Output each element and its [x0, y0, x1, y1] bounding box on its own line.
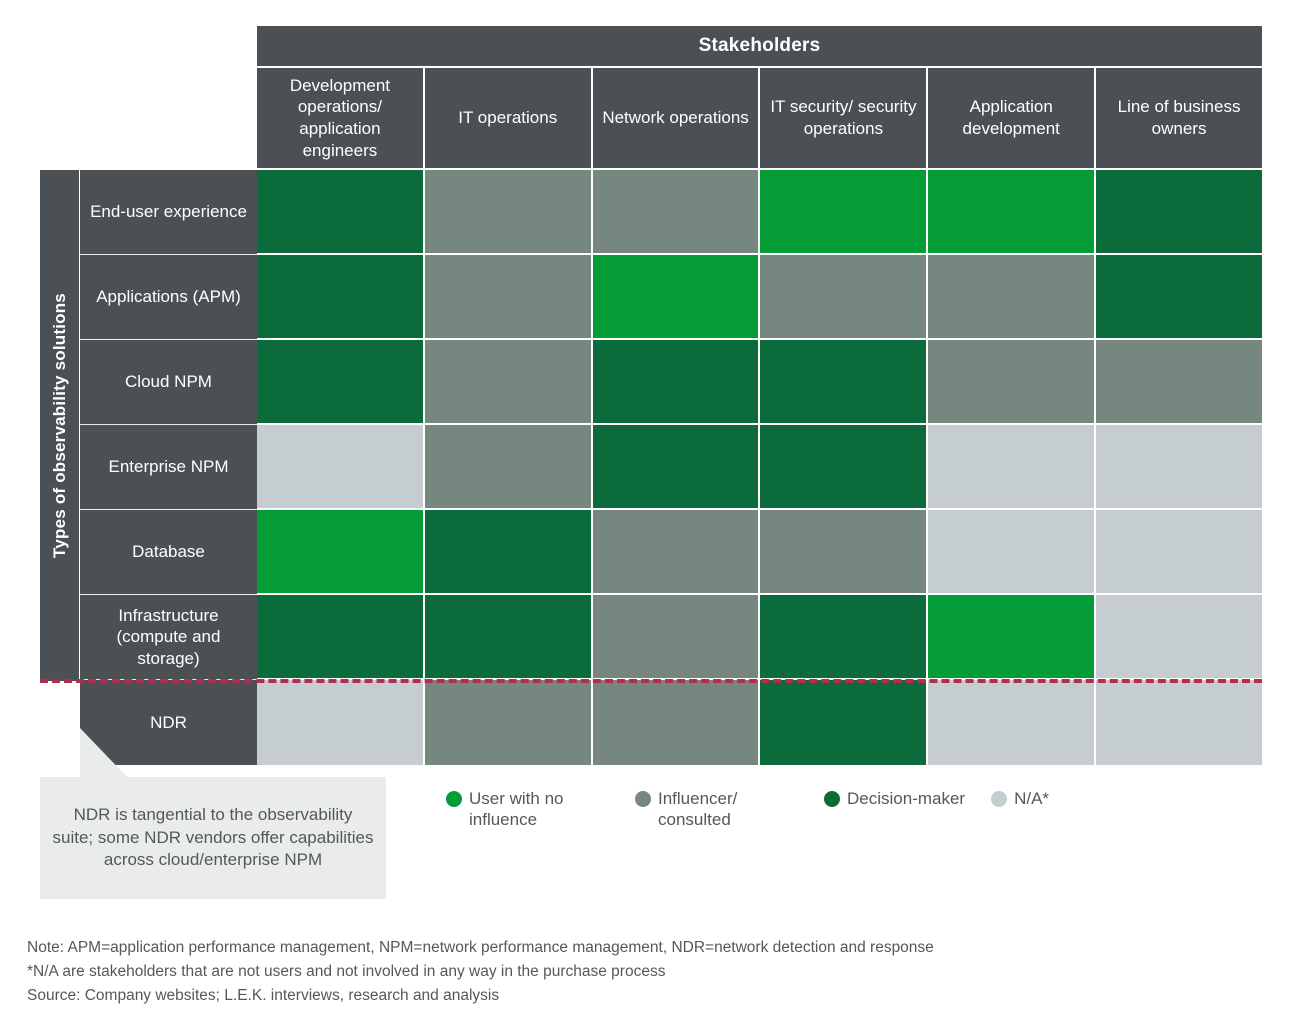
- matrix-row: [257, 425, 1262, 510]
- footnote-line-0: Note: APM=application performance manage…: [27, 939, 934, 956]
- matrix-cell-1-2[interactable]: [592, 255, 761, 340]
- legend-swatch-icon: [446, 791, 462, 807]
- matrix-cell-3-1[interactable]: [424, 425, 593, 510]
- matrix-cell-6-4[interactable]: [928, 680, 1097, 765]
- matrix-cell-6-5[interactable]: [1096, 680, 1262, 765]
- matrix-row: [257, 255, 1262, 340]
- stakeholders-header-title: Stakeholders: [257, 26, 1262, 66]
- matrix-cell-3-3[interactable]: [760, 425, 929, 510]
- matrix-cell-5-5[interactable]: [1096, 595, 1262, 680]
- ndr-dashed-divider: [40, 679, 1262, 683]
- matrix-row: [257, 510, 1262, 595]
- matrix-cell-5-0[interactable]: [257, 595, 425, 680]
- heatmap-matrix: [257, 170, 1262, 766]
- matrix-cell-0-4[interactable]: [928, 170, 1097, 255]
- matrix-cell-5-1[interactable]: [424, 595, 593, 680]
- legend-item-na[interactable]: N/A*: [991, 788, 1049, 809]
- matrix-cell-1-1[interactable]: [424, 255, 593, 340]
- matrix-cell-6-0[interactable]: [257, 680, 425, 765]
- legend-label: N/A*: [1014, 789, 1050, 808]
- matrix-cell-3-2[interactable]: [592, 425, 761, 510]
- matrix-cell-6-2[interactable]: [592, 680, 761, 765]
- matrix-cell-0-2[interactable]: [592, 170, 761, 255]
- row-label-4[interactable]: Database: [80, 510, 257, 595]
- matrix-cell-1-0[interactable]: [257, 255, 425, 340]
- column-header-3[interactable]: IT security/ security operations: [760, 68, 929, 168]
- ndr-callout-box: NDR is tangential to the observability s…: [40, 777, 386, 899]
- legend-label: Influencer/ consulted: [658, 789, 738, 830]
- matrix-cell-1-5[interactable]: [1096, 255, 1262, 340]
- legend-item-user[interactable]: User with no influence: [446, 788, 609, 831]
- matrix-cell-4-3[interactable]: [760, 510, 929, 595]
- column-header-row: Development operations/ application engi…: [257, 68, 1262, 168]
- row-label-3[interactable]: Enterprise NPM: [80, 425, 257, 510]
- legend-swatch-icon: [824, 791, 840, 807]
- column-header-1[interactable]: IT operations: [424, 68, 593, 168]
- legend-label: Decision-maker: [847, 789, 966, 808]
- matrix-cell-4-5[interactable]: [1096, 510, 1262, 595]
- legend-item-influencer[interactable]: Influencer/ consulted: [635, 788, 798, 831]
- legend: User with no influence Influencer/ consul…: [446, 788, 1146, 831]
- row-label-5[interactable]: Infrastructure (compute and storage): [80, 595, 257, 680]
- matrix-cell-2-4[interactable]: [928, 340, 1097, 425]
- matrix-cell-5-2[interactable]: [592, 595, 761, 680]
- matrix-cell-0-5[interactable]: [1096, 170, 1262, 255]
- matrix-cell-1-4[interactable]: [928, 255, 1097, 340]
- matrix-cell-4-1[interactable]: [424, 510, 593, 595]
- matrix-cell-3-0[interactable]: [257, 425, 425, 510]
- matrix-cell-4-2[interactable]: [592, 510, 761, 595]
- matrix-cell-2-1[interactable]: [424, 340, 593, 425]
- matrix-cell-2-3[interactable]: [760, 340, 929, 425]
- column-header-4[interactable]: Application development: [928, 68, 1097, 168]
- row-axis-band: [40, 170, 79, 681]
- row-label-1[interactable]: Applications (APM): [80, 255, 257, 340]
- matrix-cell-3-4[interactable]: [928, 425, 1097, 510]
- footnotes: Note: APM=application performance manage…: [27, 936, 1267, 1008]
- row-label-0[interactable]: End-user experience: [80, 170, 257, 255]
- legend-swatch-icon: [991, 791, 1008, 807]
- row-axis-label: Types of observability solutions: [49, 293, 69, 558]
- matrix-cell-4-0[interactable]: [257, 510, 425, 595]
- matrix-cell-0-0[interactable]: [257, 170, 425, 255]
- matrix-row: [257, 340, 1262, 425]
- column-header-5[interactable]: Line of business owners: [1096, 68, 1262, 168]
- row-label-2[interactable]: Cloud NPM: [80, 340, 257, 425]
- matrix-row: [257, 680, 1262, 765]
- matrix-cell-5-4[interactable]: [928, 595, 1097, 680]
- legend-swatch-icon: [635, 791, 651, 807]
- matrix-row: [257, 170, 1262, 255]
- legend-item-decision[interactable]: Decision-maker: [824, 788, 965, 809]
- matrix-cell-2-2[interactable]: [592, 340, 761, 425]
- legend-label: User with no influence: [469, 789, 564, 830]
- matrix-cell-2-5[interactable]: [1096, 340, 1262, 425]
- matrix-cell-6-1[interactable]: [424, 680, 593, 765]
- footnote-line-2: Source: Company websites; L.E.K. intervi…: [27, 987, 500, 1005]
- matrix-cell-0-1[interactable]: [424, 170, 593, 255]
- column-header-2[interactable]: Network operations: [592, 68, 761, 168]
- matrix-cell-4-4[interactable]: [928, 510, 1097, 595]
- matrix-cell-6-3[interactable]: [760, 680, 929, 765]
- matrix-cell-3-5[interactable]: [1096, 425, 1262, 510]
- matrix-cell-1-3[interactable]: [760, 255, 929, 340]
- matrix-row: [257, 595, 1262, 680]
- footnote-line-1: *N/A are stakeholders that are not users…: [27, 963, 666, 981]
- column-header-0[interactable]: Development operations/ application engi…: [257, 68, 425, 168]
- matrix-cell-0-3[interactable]: [760, 170, 929, 255]
- matrix-cell-5-3[interactable]: [760, 595, 929, 680]
- callout-tail-icon: [80, 728, 128, 778]
- matrix-cell-2-0[interactable]: [257, 340, 425, 425]
